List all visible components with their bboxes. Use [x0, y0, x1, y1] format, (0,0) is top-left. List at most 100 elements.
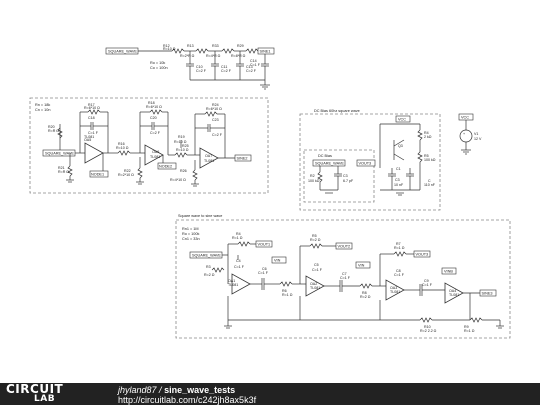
svg-text:VOUT3: VOUT3: [416, 253, 429, 257]
svg-text:C9: C9: [424, 279, 429, 283]
svg-text:R=10 Ω: R=10 Ω: [116, 146, 129, 150]
svg-text:OA6: OA6: [152, 150, 159, 154]
svg-text:C=1 F: C=1 F: [422, 283, 433, 287]
stage3-inner-box: [303, 149, 375, 203]
svg-text:Ro = 10k: Ro = 10k: [150, 61, 165, 65]
svg-text:C23: C23: [212, 118, 219, 122]
svg-text:R10: R10: [424, 325, 431, 329]
svg-text:R=4*R Ω: R=4*R Ω: [206, 54, 221, 58]
svg-text:6.7 pF: 6.7 pF: [343, 179, 354, 183]
vout1-tag[interactable]: [255, 240, 273, 248]
svg-text:C7: C7: [342, 272, 347, 276]
opamp-oa5[interactable]: [84, 142, 104, 164]
opamp-oa1[interactable]: [231, 273, 251, 295]
svg-text:R=2*R Ω: R=2*R Ω: [180, 54, 195, 58]
svg-text:C: C: [428, 179, 431, 183]
svg-text:R=6*10 Ω: R=6*10 Ω: [84, 106, 100, 110]
vout3-tag[interactable]: [356, 159, 376, 167]
svg-text:10 nF: 10 nF: [394, 183, 404, 187]
svg-text:C=2 F: C=2 F: [150, 131, 161, 135]
vin-tag-1[interactable]: [271, 256, 287, 264]
svg-text:+: +: [463, 132, 465, 136]
vout2-tag[interactable]: [335, 242, 353, 250]
svg-text:R=R Ω: R=R Ω: [48, 129, 59, 133]
voltage-source-v1[interactable]: [459, 129, 473, 143]
svg-text:TL081: TL081: [390, 290, 400, 294]
svg-text:R=1 Ω: R=1 Ω: [464, 329, 475, 333]
svg-text:OA1: OA1: [228, 279, 235, 283]
author-name[interactable]: jhyland87: [118, 385, 157, 395]
svg-text:C=2 F: C=2 F: [196, 69, 207, 73]
schematic-canvas[interactable]: SQUARE_WAVE SINE1 R12 R=10 Ω R13 R=2*R Ω: [0, 0, 540, 383]
svg-text:2 kΩ: 2 kΩ: [424, 135, 432, 139]
svg-text:R=1 Ω: R=1 Ω: [282, 293, 293, 297]
vout3-tag-2[interactable]: [413, 250, 431, 258]
svg-text:TL081: TL081: [150, 155, 160, 159]
svg-text:VIN: VIN: [358, 264, 365, 268]
svg-text:R=2 Ω: R=2 Ω: [310, 238, 321, 242]
svg-text:C8: C8: [396, 269, 401, 273]
svg-text:R29: R29: [237, 44, 244, 48]
svg-text:VOUT2: VOUT2: [338, 245, 351, 249]
svg-text:R=R Ω: R=R Ω: [58, 170, 69, 174]
svg-text:C10: C10: [196, 65, 203, 69]
sine2-tag[interactable]: [234, 154, 252, 162]
resistor-r13[interactable]: [195, 48, 209, 54]
opamp-oa2[interactable]: [305, 275, 325, 297]
svg-text:VOUT1: VOUT1: [258, 243, 271, 247]
svg-text:C=2 F: C=2 F: [212, 133, 223, 137]
stage3-square-wave-tag[interactable]: [312, 159, 346, 167]
svg-text:R=2 2.2 Ω: R=2 2.2 Ω: [420, 329, 437, 333]
svg-text:R12: R12: [163, 44, 170, 48]
svg-text:R26: R26: [180, 169, 187, 173]
svg-text:C11: C11: [221, 65, 227, 69]
svg-text:R3: R3: [206, 265, 211, 269]
sine1-tag[interactable]: [257, 47, 275, 55]
opamp-oa3[interactable]: [385, 279, 405, 301]
logo-top-text: CIRCUIT: [6, 382, 64, 396]
vcc-tag[interactable]: [395, 115, 411, 123]
svg-text:DC Bias 60hz square wave: DC Bias 60hz square wave: [314, 109, 360, 113]
svg-text:R5: R5: [312, 234, 317, 238]
svg-text:VCC: VCC: [398, 118, 406, 122]
opamp-oa7[interactable]: [199, 147, 219, 169]
opamp-oa4[interactable]: [444, 282, 464, 304]
svg-text:C6: C6: [262, 267, 267, 271]
svg-text:C=1 F: C=1 F: [88, 131, 99, 135]
node2-tag[interactable]: [157, 162, 177, 170]
svg-text:TL081: TL081: [228, 283, 238, 287]
sine3-tag[interactable]: [479, 289, 497, 297]
logo-bottom-text: LAB: [34, 394, 56, 404]
vin-tag-2[interactable]: [355, 261, 371, 269]
opamp-oa6[interactable]: [144, 144, 164, 166]
svg-text:R=1 Ω: R=1 Ω: [232, 236, 243, 240]
svg-text:VOUT3: VOUT3: [359, 162, 372, 166]
vinb-tag-1[interactable]: [441, 267, 457, 275]
svg-text:Co = 100n: Co = 100n: [150, 66, 168, 70]
svg-text:NODE1: NODE1: [91, 173, 104, 177]
project-url[interactable]: http://circuitlab.com/c242jh8ax5k3f: [118, 395, 257, 405]
svg-text:V1: V1: [474, 132, 478, 136]
svg-text:SINE2: SINE2: [237, 157, 248, 161]
stage3-dc-bias: DC Bias 60hz square wave DC Bias SQUARE_…: [299, 109, 482, 211]
resistor-r33[interactable]: [221, 48, 235, 54]
svg-text:C=2 F: C=2 F: [246, 69, 257, 73]
svg-text:110 nF: 110 nF: [424, 183, 436, 187]
resistor-r12[interactable]: [171, 48, 185, 54]
svg-text:OA2: OA2: [310, 282, 317, 286]
footer-title: jhyland87 / sine_wave_tests: [118, 385, 235, 395]
resistor-r29[interactable]: [245, 48, 259, 54]
circuitlab-logo[interactable]: CIRCUIT LAB: [6, 382, 64, 404]
svg-text:100 kΩ: 100 kΩ: [308, 179, 320, 183]
node1-tag[interactable]: [89, 170, 109, 178]
svg-text:R13: R13: [187, 44, 194, 48]
svg-text:R=4*10 Ω: R=4*10 Ω: [170, 178, 186, 182]
project-name[interactable]: sine_wave_tests: [164, 385, 236, 395]
svg-text:R8: R8: [362, 291, 367, 295]
svg-text:VCC: VCC: [461, 116, 469, 120]
svg-text:Cn1 = 33n: Cn1 = 33n: [182, 237, 200, 241]
svg-text:C20: C20: [150, 116, 157, 120]
svg-text:C=1 F: C=1 F: [312, 268, 323, 272]
svg-text:OA3: OA3: [390, 286, 397, 290]
svg-text:R=2 Ω: R=2 Ω: [204, 273, 215, 277]
